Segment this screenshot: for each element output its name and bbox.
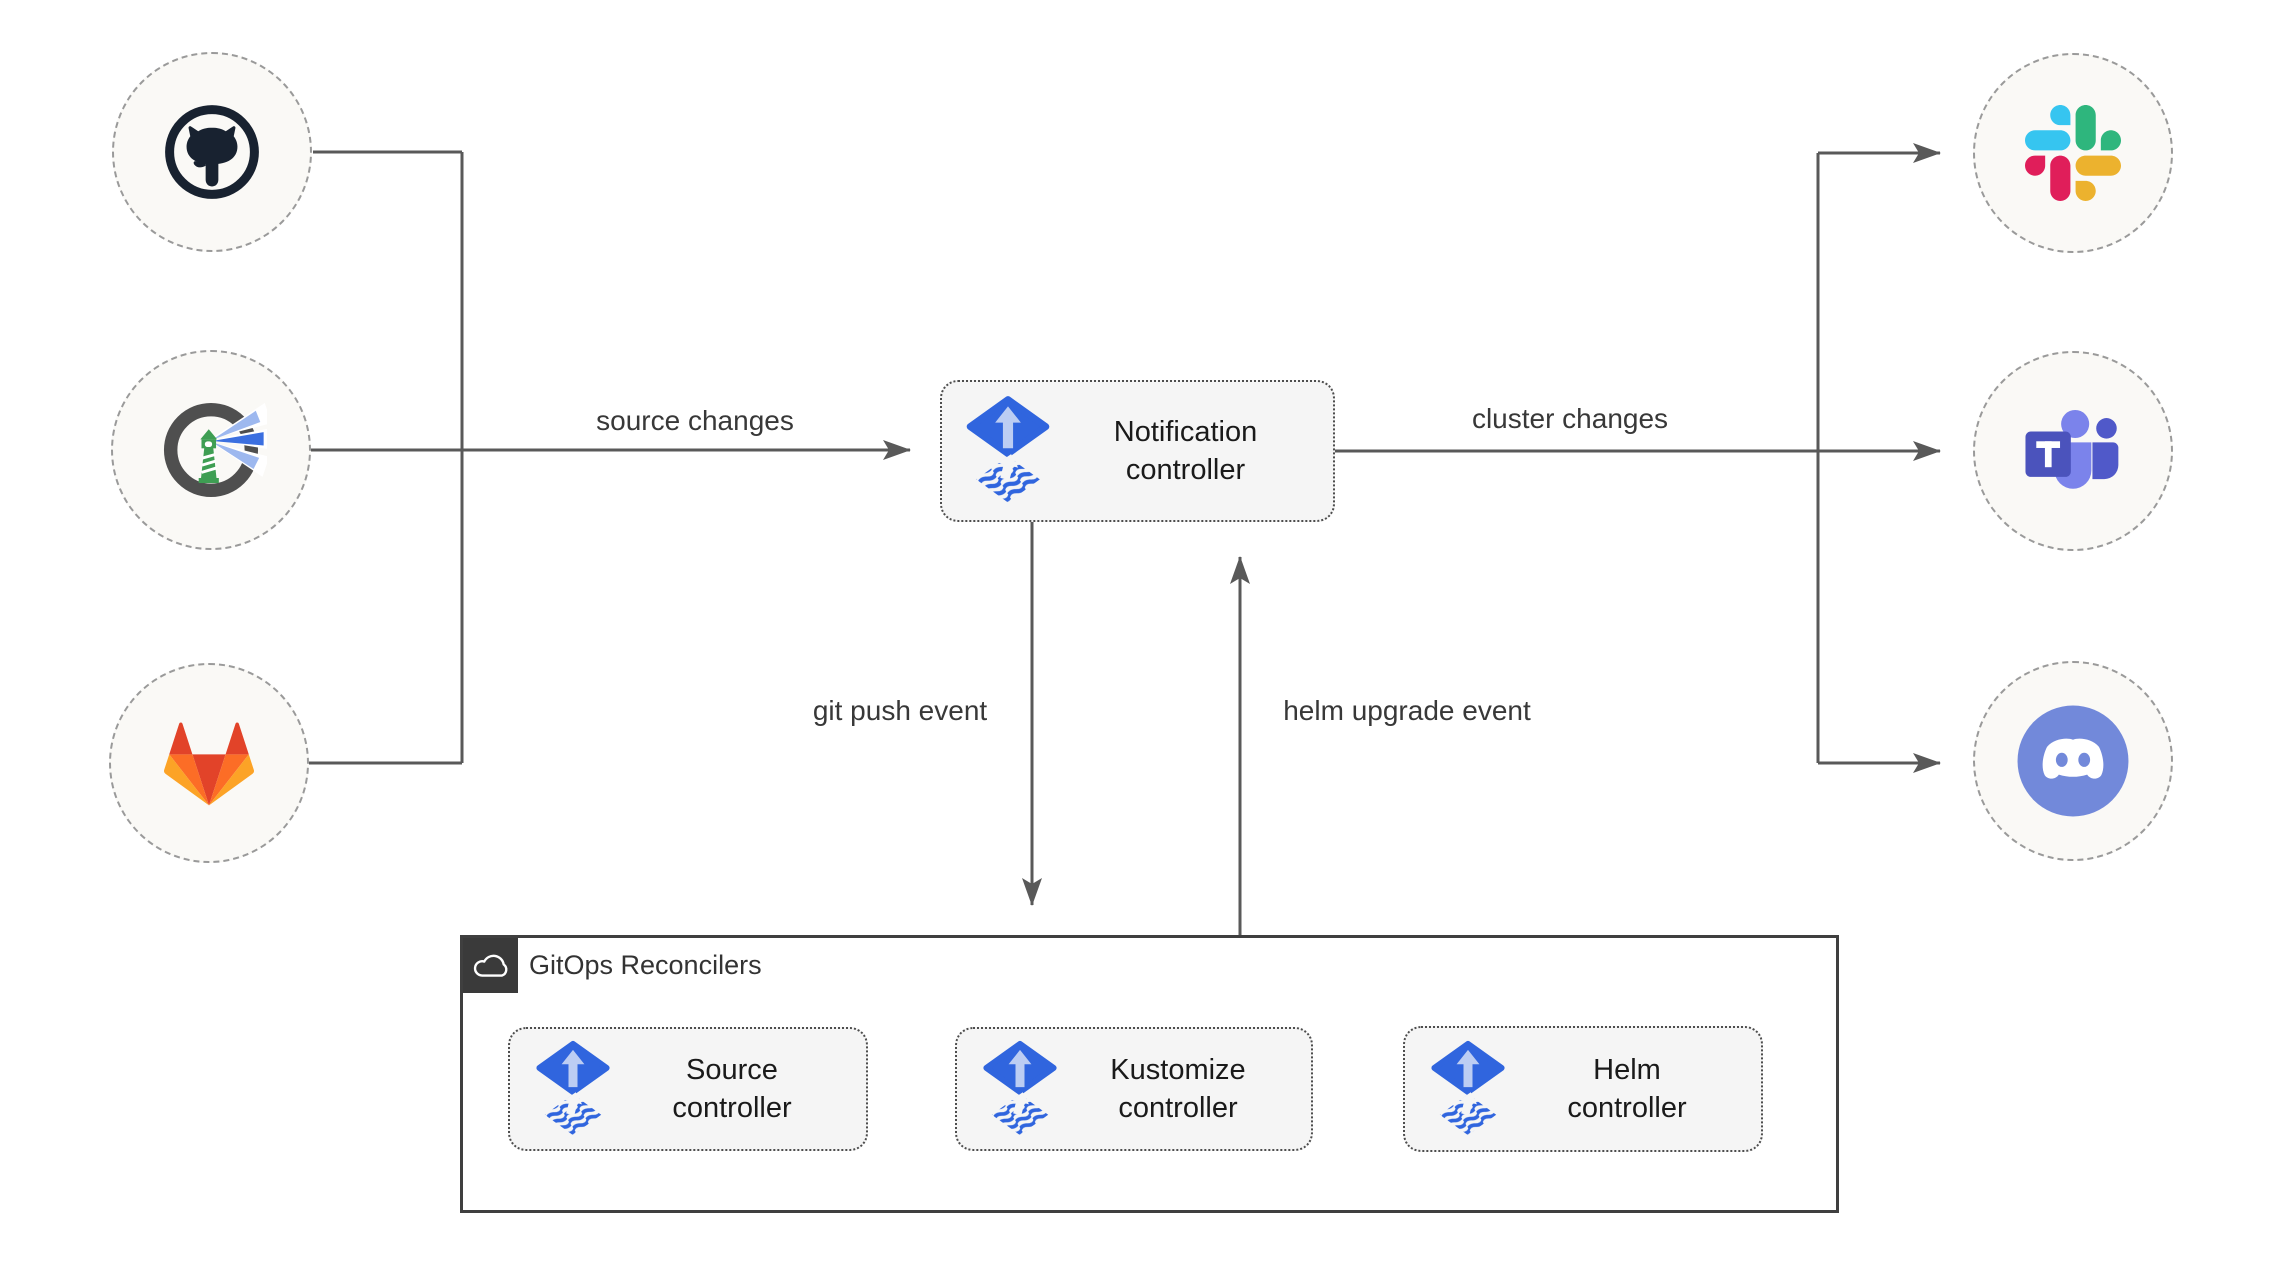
node-slack[interactable]: [1973, 53, 2173, 253]
node-harbor[interactable]: [111, 350, 311, 550]
cloud-icon: [473, 954, 507, 977]
gitlab-icon: [164, 722, 254, 806]
flux-icon: [964, 394, 1052, 508]
gitops-reconcilers-title: GitOps Reconcilers: [529, 950, 762, 980]
slack-icon: [2025, 105, 2121, 201]
node-gitlab[interactable]: [109, 663, 309, 863]
cloud-badge: [463, 938, 518, 993]
harbor-icon: [163, 402, 267, 498]
flux-icon: [981, 1039, 1059, 1140]
source-controller-label: Source controller: [672, 1054, 792, 1124]
node-source-controller[interactable]: Source controller: [508, 1027, 868, 1151]
node-discord[interactable]: [1973, 661, 2173, 861]
node-notification-controller[interactable]: Notification controller: [940, 380, 1335, 522]
edge-label-source-changes: source changes: [596, 405, 794, 436]
edge-label-cluster-changes: cluster changes: [1471, 403, 1669, 434]
github-icon: [165, 105, 259, 199]
microsoft-teams-icon: [2025, 409, 2119, 489]
flux-icon: [1429, 1039, 1507, 1140]
kustomize-controller-label: Kustomize controller: [1110, 1054, 1246, 1124]
flux-icon: [534, 1039, 612, 1140]
notification-controller-label: Notification controller: [1113, 416, 1258, 486]
node-kustomize-controller[interactable]: Kustomize controller: [955, 1027, 1313, 1151]
edge-label-git-push-event: git push event: [812, 695, 988, 726]
helm-controller-label: Helm controller: [1567, 1054, 1687, 1124]
node-teams[interactable]: [1973, 351, 2173, 551]
node-github[interactable]: [112, 52, 312, 252]
discord-icon: [2017, 705, 2129, 817]
edge-label-helm-upgrade-event: helm upgrade event: [1283, 695, 1531, 726]
node-helm-controller[interactable]: Helm controller: [1403, 1026, 1763, 1152]
